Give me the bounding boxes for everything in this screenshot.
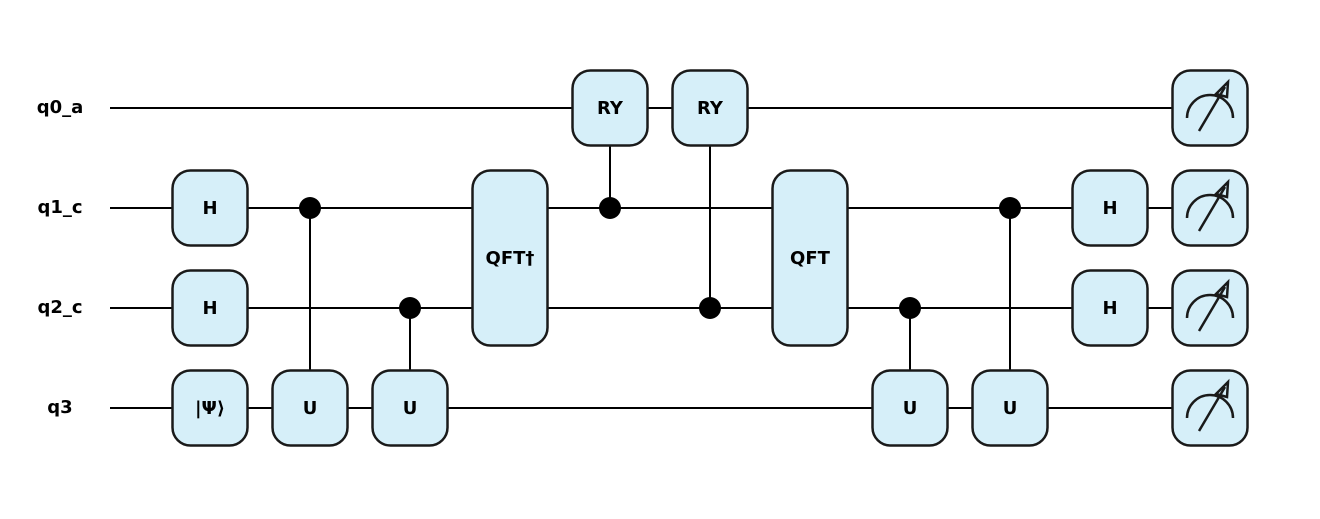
gate-label: H (1102, 198, 1117, 219)
gates: H H |Ψ⟩ U U QFT† RY RY QFT U U H H (171, 69, 1149, 447)
gate-box (971, 369, 1049, 447)
gate-label: U (403, 398, 418, 419)
gate-box (171, 169, 249, 247)
gate: U (871, 369, 949, 447)
gate-box (171, 369, 249, 447)
gate-label: QFT (790, 248, 831, 269)
qubit-labels: q0_a q1_c q2_c q3 (37, 97, 84, 418)
gate-box (171, 269, 249, 347)
gate-label: H (202, 298, 217, 319)
gate: |Ψ⟩ (171, 369, 249, 447)
control-dot (899, 297, 921, 319)
control-connections (299, 145, 1021, 371)
gate: RY (671, 69, 749, 147)
control-dot (299, 197, 321, 219)
qubit-label: q0_a (37, 97, 84, 118)
meter-icon (1185, 178, 1235, 232)
meter-icon (1185, 378, 1235, 432)
gate: U (271, 369, 349, 447)
gate: H (171, 269, 249, 347)
measurement-gate (1171, 169, 1249, 247)
gate-box (271, 369, 349, 447)
gate: QFT† (471, 169, 549, 347)
gate: H (1071, 169, 1149, 247)
control-dot (999, 197, 1021, 219)
measurement-gate (1171, 269, 1249, 347)
gate-box (471, 169, 549, 347)
qubit-label: q3 (47, 397, 72, 418)
gate-box (1071, 269, 1149, 347)
gate-label: H (202, 198, 217, 219)
gate-box (1171, 269, 1249, 347)
control-dot (399, 297, 421, 319)
gate-box (371, 369, 449, 447)
qubit-label: q2_c (37, 297, 82, 318)
measurement-gate (1171, 369, 1249, 447)
qubit-label: q1_c (37, 197, 82, 218)
gate-box (1171, 169, 1249, 247)
gate: RY (571, 69, 649, 147)
gate-label: U (903, 398, 918, 419)
gate-box (671, 69, 749, 147)
gate-box (1071, 169, 1149, 247)
gate: U (371, 369, 449, 447)
measurement-gate (1171, 69, 1249, 147)
gate-box (1171, 369, 1249, 447)
gate-box (771, 169, 849, 347)
meter-icon (1185, 78, 1235, 132)
gate: H (1071, 269, 1149, 347)
gate-label: QFT† (486, 248, 535, 269)
meter-icon (1185, 278, 1235, 332)
gate: H (171, 169, 249, 247)
gate-label: U (303, 398, 318, 419)
gate-label: RY (597, 98, 624, 119)
gate-label: |Ψ⟩ (195, 398, 225, 419)
gate: QFT (771, 169, 849, 347)
wires (110, 107, 1210, 409)
gate-label: U (1003, 398, 1018, 419)
gate-box (871, 369, 949, 447)
measurements (1171, 69, 1249, 447)
gate-box (1171, 69, 1249, 147)
control-dot (699, 297, 721, 319)
control-dot (599, 197, 621, 219)
gate-label: H (1102, 298, 1117, 319)
gate-box (571, 69, 649, 147)
gate: U (971, 369, 1049, 447)
gate-label: RY (697, 98, 724, 119)
